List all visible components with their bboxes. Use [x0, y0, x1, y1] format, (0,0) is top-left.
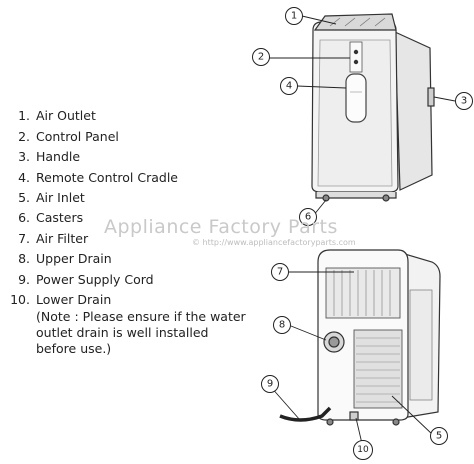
legend-item-4: 4.Remote Control Cradle — [18, 170, 178, 185]
leader-lines — [269, 15, 456, 449]
callout-markers: 1 2 4 3 6 7 8 9 5 10 — [252, 7, 473, 460]
svg-text:4: 4 — [286, 81, 292, 92]
legend-item-10: 10.Lower Drain — [10, 292, 112, 307]
svg-text:9: 9 — [267, 379, 273, 390]
legend-item-6: 6.Casters — [18, 210, 84, 225]
callout-2: 2 — [252, 48, 270, 66]
legend-item-9: 9.Power Supply Cord — [18, 272, 154, 287]
note-line-1: (Note : Please ensure if the water — [36, 309, 246, 324]
legend-item-5: 5.Air Inlet — [18, 190, 85, 205]
svg-text:7: 7 — [277, 267, 283, 278]
callout-6: 6 — [299, 208, 317, 226]
legend-item-3: 3.Handle — [18, 149, 81, 164]
callout-10: 10 — [353, 440, 373, 460]
front-unit — [311, 13, 435, 202]
watermark-text: Appliance Factory Parts — [104, 216, 338, 238]
callout-9: 9 — [261, 375, 279, 393]
svg-text:10: 10 — [357, 445, 369, 455]
callout-4: 4 — [280, 77, 298, 95]
watermark-url: © http://www.appliancefactoryparts.com — [192, 238, 356, 247]
callout-1: 1 — [285, 7, 303, 25]
svg-text:8: 8 — [279, 320, 285, 331]
callout-5: 5 — [430, 427, 448, 445]
legend-item-8: 8.Upper Drain — [18, 251, 112, 266]
back-unit — [279, 249, 441, 426]
note-line-2: outlet drain is well installed — [36, 325, 209, 340]
svg-text:2: 2 — [258, 52, 264, 63]
svg-text:1: 1 — [291, 11, 297, 22]
callout-8: 8 — [273, 316, 291, 334]
callout-3: 3 — [455, 92, 473, 110]
svg-text:5: 5 — [436, 431, 442, 442]
legend-item-7: 7.Air Filter — [18, 231, 89, 246]
svg-text:3: 3 — [461, 96, 467, 107]
legend-item-2: 2.Control Panel — [18, 129, 119, 144]
note-line-3: before use.) — [36, 341, 112, 356]
legend-item-1: 1.Air Outlet — [18, 108, 96, 123]
svg-text:6: 6 — [305, 212, 311, 223]
callout-7: 7 — [271, 263, 289, 281]
